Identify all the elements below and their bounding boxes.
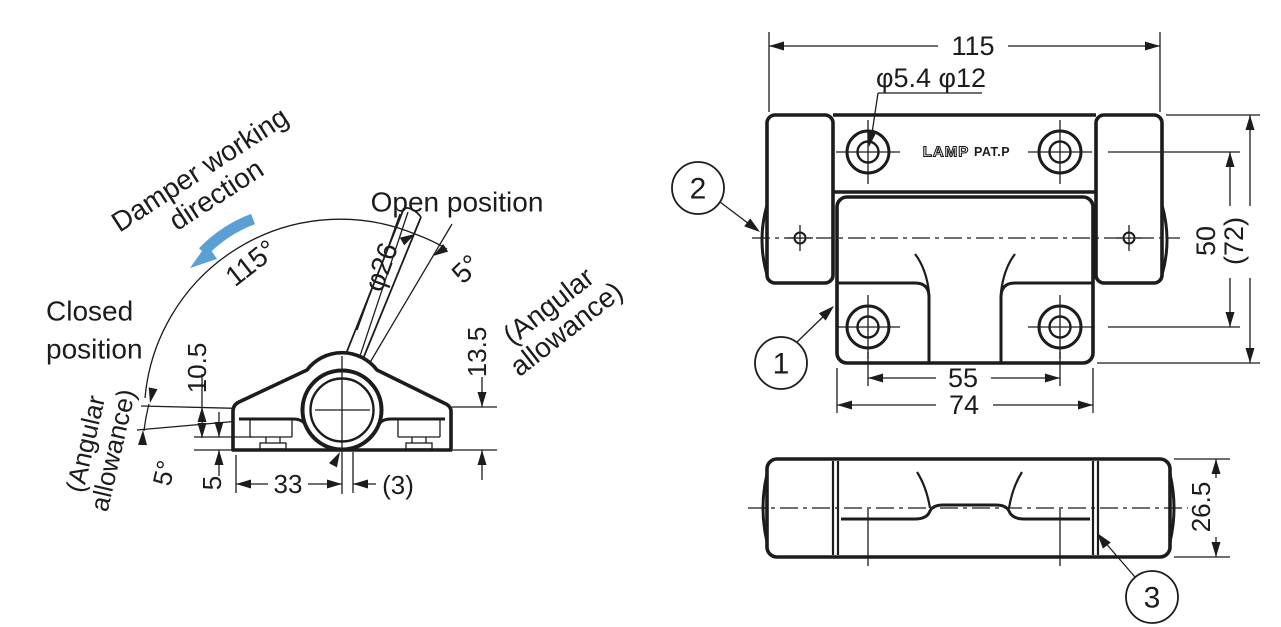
dim-3 — [328, 452, 376, 493]
hole-spec-label: φ5.4 φ12 — [876, 63, 986, 93]
hole-top-right — [1028, 120, 1092, 184]
closed-allowance-label: (Angular allowance) — [60, 386, 142, 514]
balloon-3: 3 — [1097, 533, 1179, 624]
bottom-view: 26.5 3 — [748, 457, 1230, 624]
right-damper-housing — [1094, 113, 1164, 285]
arrowhead — [433, 244, 449, 256]
dim-55 — [867, 352, 1061, 386]
dim-33 — [235, 455, 342, 493]
svg-text:Closed: Closed — [46, 296, 133, 327]
dim-72-label: (72) — [1219, 217, 1249, 265]
barrel-diameter-label: φ26 — [358, 239, 404, 296]
dim-74-label: 74 — [949, 390, 979, 420]
dim-26-5-label: 26.5 — [1186, 482, 1216, 533]
svg-text:2: 2 — [690, 173, 707, 206]
dim-13-5-label: 13.5 — [462, 327, 492, 378]
t-stem-flare-right — [999, 253, 1016, 293]
hole-spec-callout — [867, 92, 982, 147]
t-stem-left — [837, 281, 931, 362]
brand-logo: LAMP — [923, 144, 970, 161]
dim-115 — [768, 32, 1161, 112]
svg-text:1: 1 — [773, 348, 790, 381]
leaf-step-line — [841, 503, 1090, 521]
right-housing-bulge — [1160, 204, 1169, 276]
t-stem-right — [999, 281, 1093, 362]
closed-position-label: Closed position — [46, 296, 143, 365]
left-housing-bulge — [760, 204, 769, 276]
dim-74 — [836, 368, 1094, 413]
side-view: Damper working direction 115° Open posit… — [46, 101, 629, 514]
closed-allowance-angle-label: 5° — [147, 458, 182, 489]
leaf-flare-left — [916, 471, 932, 509]
arrowhead — [148, 387, 158, 403]
dim-10-5-label: 10.5 — [182, 343, 212, 394]
mounting-holes — [787, 120, 1142, 359]
open-allowance-arc — [414, 233, 448, 250]
patent-mark: PAT.P — [974, 145, 1010, 159]
dim-72 — [1097, 114, 1260, 364]
hole-bottom-left — [836, 295, 900, 359]
svg-text:position: position — [46, 334, 143, 365]
dim-3-label: (3) — [382, 470, 414, 500]
sweep-arc — [144, 218, 416, 399]
dim-5-label: 5 — [197, 476, 227, 490]
arrowhead — [399, 234, 415, 246]
screw-pocket-right — [397, 419, 441, 450]
screw-pocket-left — [249, 419, 293, 450]
dim-50 — [1108, 151, 1240, 328]
dim-33-label: 33 — [274, 469, 303, 499]
hole-top-left — [836, 120, 900, 184]
dim-10-5 — [194, 374, 252, 438]
balloon-1: 1 — [754, 306, 834, 390]
dim-26-5 — [1174, 458, 1230, 558]
left-damper-housing — [765, 113, 835, 285]
sweep-angle-label: 115° — [219, 234, 282, 293]
damper-direction-arrow — [190, 213, 256, 268]
damper-direction-label: Damper working direction — [106, 101, 294, 238]
open-allowance-angle-label: 5° — [446, 249, 487, 290]
dim-5 — [194, 412, 233, 476]
open-position-label: Open position — [371, 187, 544, 218]
t-stem-flare-left — [914, 253, 931, 293]
dim-115-label: 115 — [951, 31, 994, 61]
front-view: 115 φ5.4 φ12 LAMP PAT.P 50 (72) 55 — [671, 31, 1260, 420]
dim-50-label: 50 — [1191, 226, 1221, 256]
leaf-flare-right — [1007, 471, 1023, 509]
hole-center-marks — [867, 509, 1061, 566]
arrowhead — [137, 430, 147, 446]
dim-55-label: 55 — [948, 363, 978, 393]
hole-bottom-right — [1028, 295, 1092, 359]
svg-text:3: 3 — [1144, 582, 1161, 615]
balloon-2: 2 — [671, 161, 760, 232]
open-allowance-label: (Angular allowance) — [497, 261, 628, 382]
center-leaf — [835, 195, 1095, 365]
dim-13-5 — [452, 377, 497, 480]
